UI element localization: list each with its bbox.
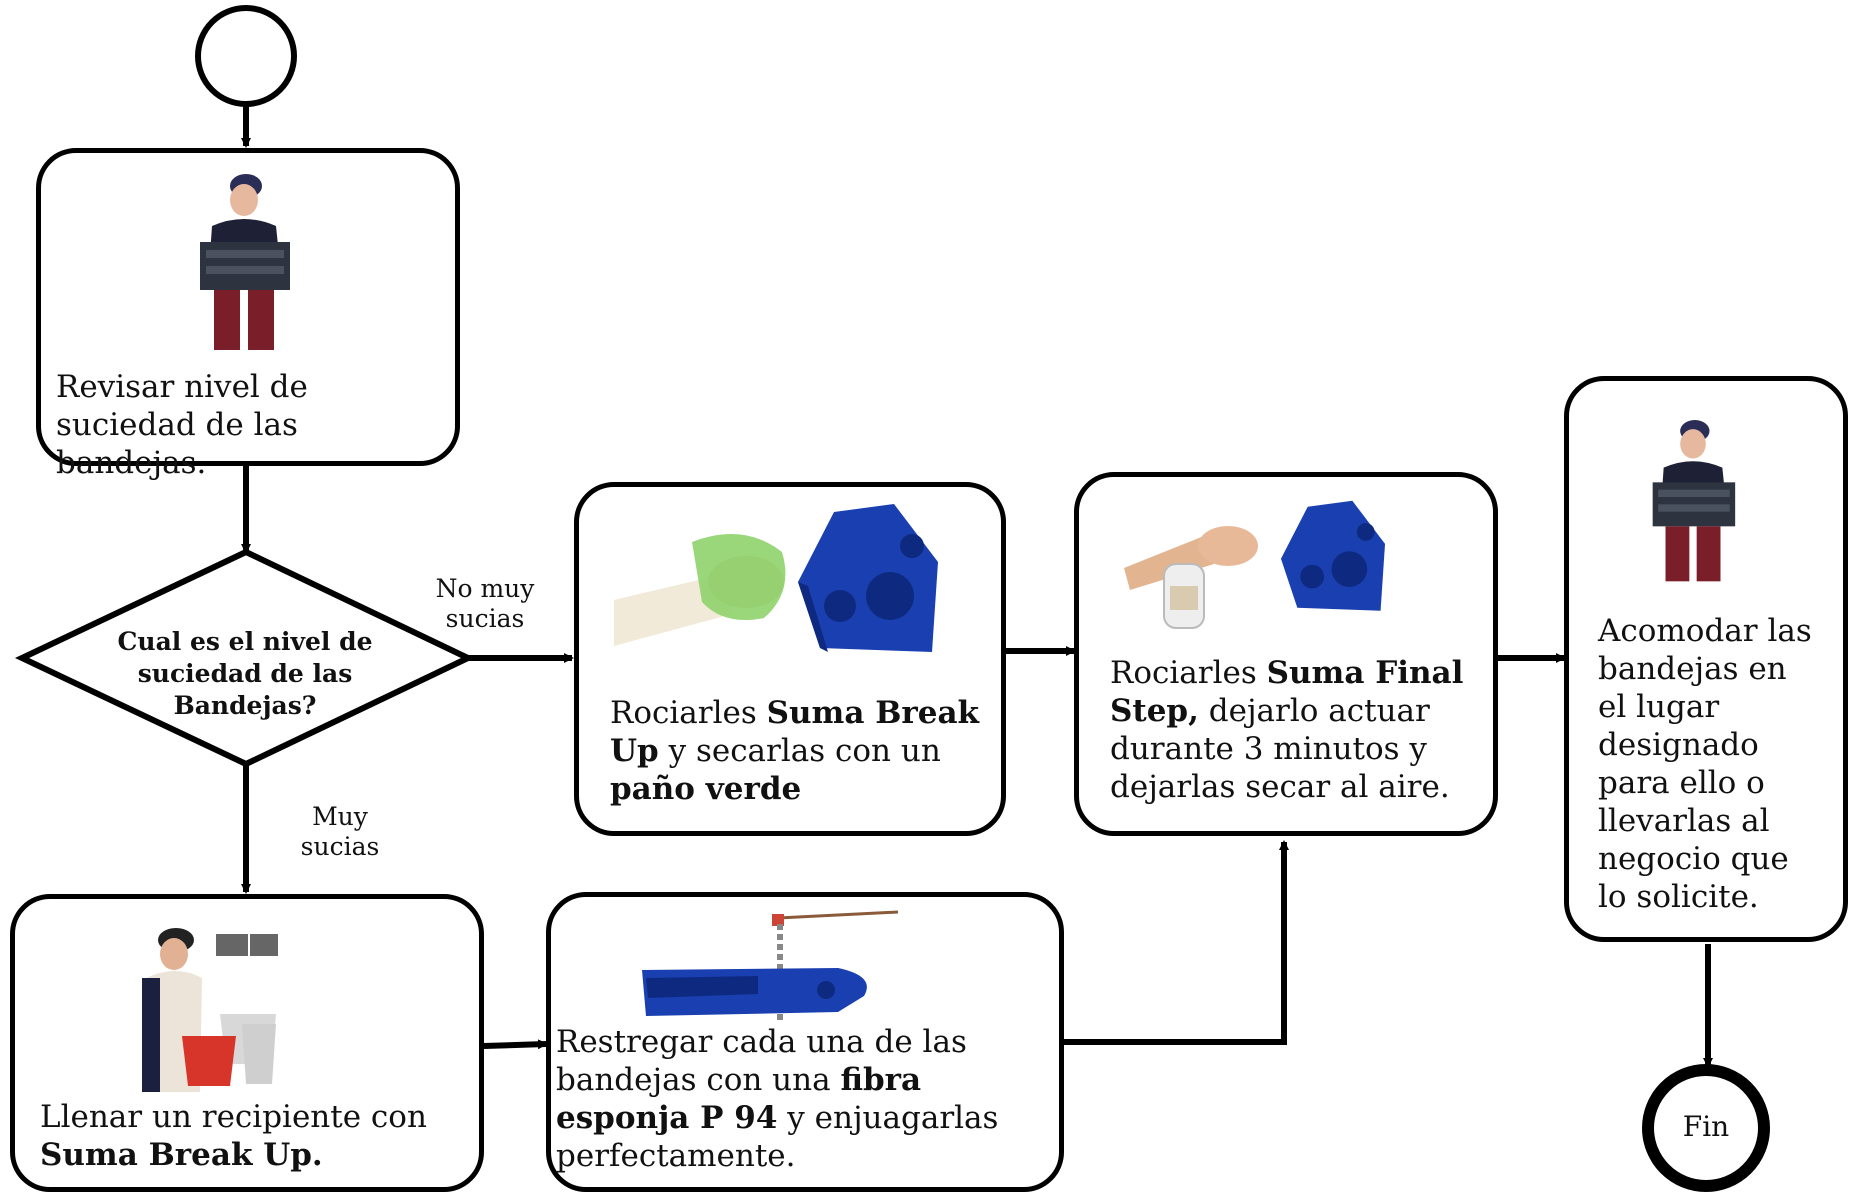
final-step-box: [1074, 472, 1498, 836]
worker-with-tray-icon: [200, 174, 290, 350]
break-up-box: [574, 482, 1006, 836]
restregar-box: [546, 892, 1064, 1192]
hand-with-cloth-icon: [614, 534, 786, 646]
edge-llenar-to-restregar: [483, 1039, 548, 1050]
edge-restregar-to-final-step: [1064, 840, 1289, 1045]
worker-filling-bucket-icon: [142, 928, 278, 1092]
end-label: Fin: [1682, 1110, 1730, 1143]
blue-tray-icon: [1280, 500, 1386, 611]
decision-diamond: [14, 548, 475, 768]
llenar-text: Llenar un recipiente con Suma Break Up.: [40, 1099, 427, 1173]
revisar-text: Revisar nivel de suciedad de las bandeja…: [56, 369, 308, 481]
break-up-text: Rociarles Suma Break Up y secarlas con u…: [610, 695, 980, 807]
blue-tray-icon: [798, 504, 938, 652]
end-node: [1642, 1064, 1770, 1192]
restregar-text: Restregar cada una de las bandejas con u…: [556, 1024, 999, 1174]
acomodar-text: Acomodar las bandejas en el lugar design…: [1598, 613, 1812, 915]
decision-text: Cual es el nivel de suciedad de las Band…: [117, 627, 373, 720]
edge-label-muy-sucias: Muy sucias: [300, 802, 380, 861]
blue-tray-with-brush-icon: [642, 910, 899, 1022]
start-node: [195, 5, 297, 107]
worker-with-tray-icon: [1652, 420, 1736, 582]
edge-label-no-muy-sucias: No muy sucias: [435, 574, 535, 633]
final-step-text: Rociarles Suma Final Step, dejarlo actua…: [1110, 655, 1464, 805]
hand-spray-bottle-icon: [1124, 526, 1258, 629]
